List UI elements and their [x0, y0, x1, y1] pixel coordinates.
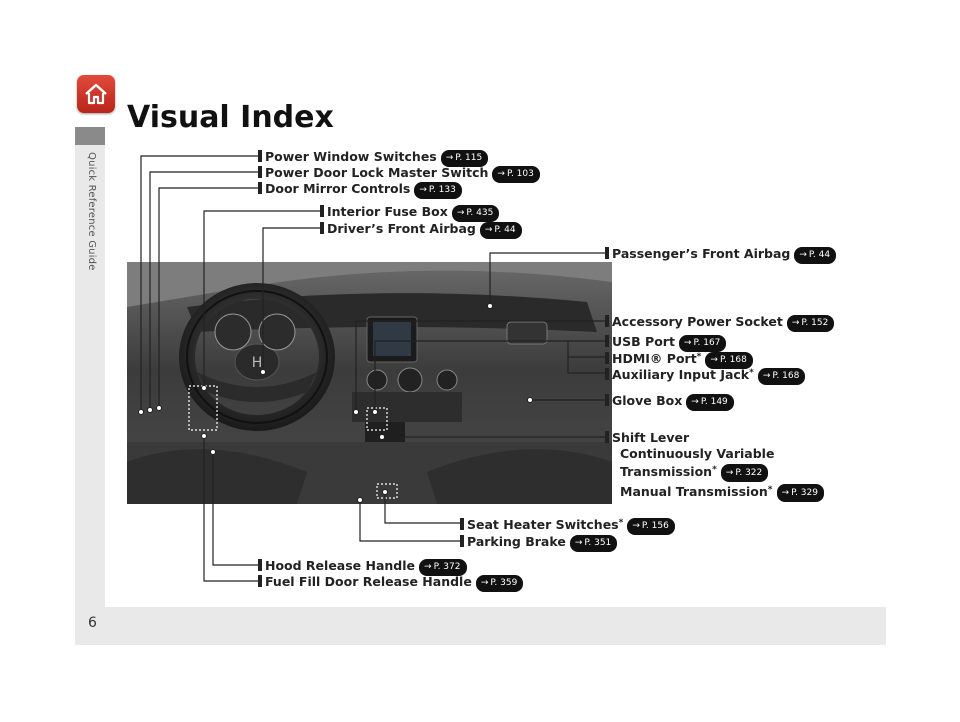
shift-manual-line: Manual Transmission*P. 329	[605, 482, 824, 502]
dashboard-image: H	[127, 262, 612, 504]
page-ref-link[interactable]: P. 329	[776, 484, 824, 502]
page-ref-link[interactable]: P. 44	[794, 247, 837, 264]
label-power-window: Power Window SwitchesP. 115	[258, 149, 489, 167]
label-hood-release: Hood Release HandleP. 372	[258, 558, 467, 576]
page-number: 6	[88, 615, 97, 631]
page-ref-link[interactable]: P. 133	[414, 182, 462, 199]
label-shift-lever: Shift Lever Continuously Variable Transm…	[605, 430, 824, 502]
label-parking-brake: Parking BrakeP. 351	[460, 534, 618, 552]
shift-cvt-line2: Transmission*P. 322	[605, 462, 824, 482]
page-ref-link[interactable]: P. 168	[705, 352, 753, 369]
label-usb-port: USB PortP. 167	[605, 334, 727, 352]
page-ref-link[interactable]: P. 156	[627, 518, 675, 535]
svg-text:H: H	[252, 355, 263, 371]
sidebar-tab	[75, 127, 105, 145]
label-glove-box: Glove BoxP. 149	[605, 393, 734, 411]
label-fuse-box: Interior Fuse BoxP. 435	[320, 204, 500, 222]
page-ref-link[interactable]: P. 372	[419, 559, 467, 576]
page-ref-link[interactable]: P. 359	[475, 575, 524, 592]
label-aux-jack: Auxiliary Input Jack*P. 168	[605, 366, 806, 385]
sidebar	[75, 127, 105, 607]
label-fuel-door: Fuel Fill Door Release HandleP. 359	[258, 574, 524, 592]
label-mirror: Door Mirror ControlsP. 133	[258, 181, 462, 199]
footer-band	[75, 607, 886, 645]
shift-cvt-line1: Continuously Variable	[620, 446, 775, 461]
page-ref-link[interactable]: P. 44	[479, 222, 522, 239]
page-ref-link[interactable]: P. 168	[757, 368, 806, 385]
home-button[interactable]	[77, 75, 115, 113]
page-ref-link[interactable]: P. 322	[720, 464, 769, 482]
label-door-lock: Power Door Lock Master SwitchP. 103	[258, 165, 540, 183]
page-ref-link[interactable]: P. 351	[569, 535, 618, 552]
sidebar-label: Quick Reference Guide	[86, 152, 97, 271]
label-driver-airbag: Driver’s Front AirbagP. 44	[320, 221, 522, 239]
page-ref-link[interactable]: P. 167	[678, 335, 727, 352]
page-ref-link[interactable]: P. 149	[686, 394, 734, 411]
home-icon	[85, 83, 107, 105]
label-hdmi-port: HDMI® Port*P. 168	[605, 350, 753, 369]
label-passenger-airbag: Passenger’s Front AirbagP. 44	[605, 246, 837, 264]
page-ref-link[interactable]: P. 103	[492, 166, 540, 183]
page-ref-link[interactable]: P. 115	[440, 150, 489, 167]
page-title: Visual Index	[127, 100, 334, 135]
page-ref-link[interactable]: P. 152	[786, 315, 835, 332]
page-ref-link[interactable]: P. 435	[451, 205, 500, 222]
label-accessory-socket: Accessory Power SocketP. 152	[605, 314, 835, 332]
label-seat-heater: Seat Heater Switches*P. 156	[460, 516, 675, 535]
